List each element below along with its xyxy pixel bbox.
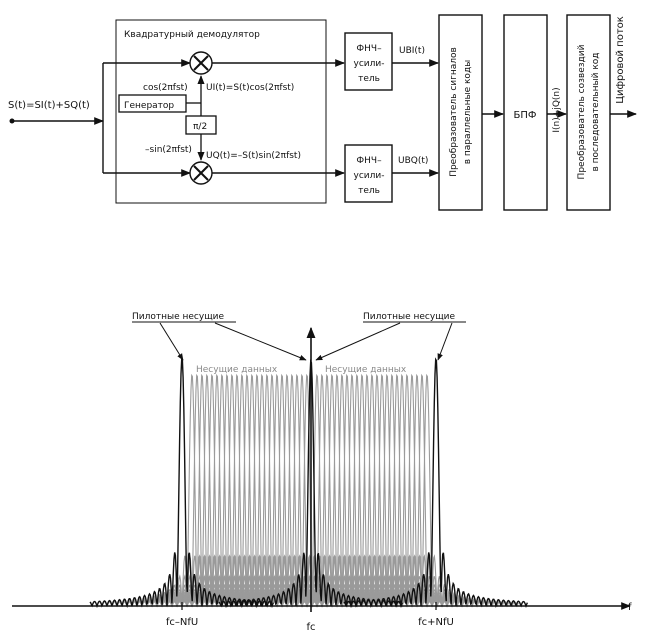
spectrum-plot: f fc–NfU fc fc+NfU Пилотные несущие Пило… [12,312,632,633]
data-label-left: Несущие данных [196,365,278,375]
cos-label: cos(2πfst) [143,83,188,93]
fft-box [503,14,548,211]
sin-label: –sin(2πfst) [145,145,192,155]
tick-right-label: fc+NfU [418,617,454,628]
parallel-converter-line2: в параллельные коды [463,60,473,165]
uq-equation: UQ(t)=–S(t)sin(2πfst) [206,151,301,161]
tick-left-label: fc–NfU [166,617,198,628]
data-label-right: Несущие данных [325,365,407,375]
serial-converter-line2: в последовательный код [591,52,601,171]
lpf-amplifier-top [344,32,393,91]
output-label: Цифровой поток [615,16,626,104]
ui-equation: UI(t)=S(t)cos(2πfst) [206,83,294,93]
input-signal-label: S(t)=SI(t)+SQ(t) [8,100,90,111]
phase-shift-label: π/2 [193,122,207,132]
iq-label: I(n)+jQ(n) [552,87,562,132]
lpf-top-line1: ФНЧ– [356,44,382,54]
lpf-top-line2: усили- [354,59,385,69]
serial-converter-line1: Преобразователь созвездий [577,44,587,179]
fft-label: БПФ [514,110,537,121]
serial-converter-box [566,14,611,211]
mixer-bottom [189,161,213,185]
lpf-bottom-line3: тель [358,186,380,196]
generator-label: Генератор [124,101,174,111]
lpf-top-line3: тель [358,74,380,84]
lpf-bottom-line2: усили- [354,171,385,181]
block-diagram: S(t)=SI(t)+SQ(t) Квадратурный демодулято… [8,14,637,211]
pilot-label-left: Пилотные несущие [132,312,225,322]
mixer-top [189,51,213,75]
lpf-bottom-line1: ФНЧ– [356,156,382,166]
demodulator-title: Квадратурный демодулятор [124,30,260,40]
axis-f-label: f [628,602,632,613]
ubi-label: UBI(t) [399,46,425,56]
lpf-amplifier-bottom [344,144,393,203]
parallel-converter-box [438,14,483,211]
ubq-label: UBQ(t) [398,156,428,166]
demodulator-box [115,19,327,204]
tick-center-label: fc [306,622,315,633]
pilot-label-right: Пилотные несущие [363,312,456,322]
parallel-converter-line1: Преобразователь сигналов [449,47,459,177]
pilot-carrier-2 [343,357,529,609]
